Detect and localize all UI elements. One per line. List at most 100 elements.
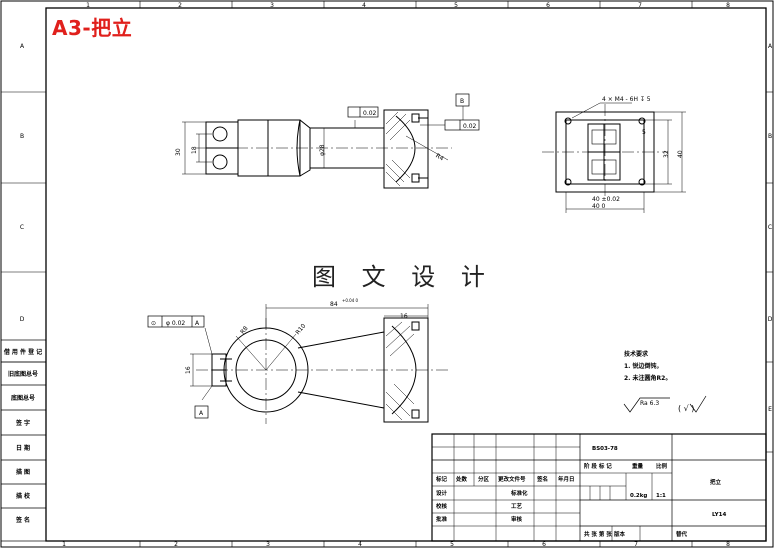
- bottom-number: 3: [266, 541, 270, 548]
- datum-a: A: [199, 410, 204, 417]
- dim-r8: R8: [239, 325, 250, 336]
- side-record-labels: 借 用 件 登 记 旧底图总号 底图总号 签 字 日 期 描 图 描 校 签 名: [3, 348, 42, 524]
- length-tolerance: +0.04 0: [342, 298, 359, 303]
- flatness-value: 0.02: [363, 110, 377, 117]
- top-number: 7: [638, 2, 642, 9]
- footer-version: 版本: [613, 530, 626, 538]
- right-letter: D: [768, 316, 773, 323]
- bottom-number: 1: [62, 541, 66, 548]
- header-zone: 分区: [478, 475, 490, 483]
- title-block: [431, 433, 767, 542]
- roughness-labels: Ra 6.3 ( √ ): [640, 400, 694, 413]
- quantity: 0.2kg: [630, 493, 647, 499]
- material: LY14: [712, 512, 726, 518]
- dim-16: 16: [185, 366, 192, 374]
- header-count: 处数: [455, 475, 468, 483]
- left-letter: B: [20, 133, 24, 140]
- dim-r4: R4: [434, 152, 445, 162]
- left-letter: C: [20, 224, 24, 231]
- note-item: 2. 未注圆角R2。: [624, 374, 671, 382]
- top-number: 8: [726, 2, 730, 9]
- top-view: [147, 304, 450, 424]
- part-name: 把立: [710, 478, 722, 486]
- side-label: 日 期: [16, 444, 30, 452]
- dim-30: 30: [175, 148, 182, 156]
- header-date: 年月日: [558, 475, 575, 483]
- bottom-number: 4: [358, 541, 362, 548]
- tol-frame-datum: A: [195, 320, 200, 327]
- side-label: 描 校: [16, 492, 31, 500]
- side-label: 签 名: [15, 516, 30, 524]
- side-record-panel: [0, 339, 47, 542]
- role-design: 设计: [436, 489, 448, 497]
- notes-title: 技术要求: [624, 350, 649, 358]
- side-view-labels: 4 × M4 - 6H ↧ 5 5 32 40 40 ±0.02 40 0: [592, 96, 684, 210]
- roughness-symbol: [623, 395, 707, 413]
- dim-40-horizontal: 40 ±0.02: [592, 196, 620, 203]
- right-letter: C: [768, 224, 772, 231]
- bottom-number: 6: [542, 541, 546, 548]
- scale: 1:1: [656, 493, 666, 499]
- dim-40-bottom: 40 0: [592, 203, 606, 210]
- frame-number-labels: 1 2 3 4 5 6 7 8 1 2 3 4 5 6 7 8 A B C D …: [20, 2, 773, 548]
- bottom-number: 7: [634, 541, 638, 548]
- roughness-paren: ( √ ): [678, 404, 694, 413]
- role-std: 标准化: [510, 489, 528, 497]
- drawing-number: BS03-78: [592, 446, 618, 452]
- weight-label: 重量: [632, 462, 644, 470]
- tol-frame-value: φ 0.02: [166, 320, 185, 327]
- role-batch: 批准: [436, 515, 448, 523]
- side-label: 描 图: [16, 468, 30, 476]
- position-value: 0.02: [463, 123, 477, 130]
- dim-40-vertical: 40: [677, 150, 684, 158]
- dim-5: 5: [642, 129, 646, 136]
- bottom-number: 5: [450, 541, 454, 548]
- header-doc: 更改文件号: [498, 475, 526, 483]
- holes-callout: 4 × M4 - 6H ↧ 5: [602, 96, 651, 103]
- top-number: 2: [178, 2, 182, 9]
- side-label: 签 字: [15, 419, 30, 427]
- watermark-text: 图 文 设 计: [312, 263, 494, 291]
- bottom-number: 2: [174, 541, 178, 548]
- stage-label: 阶 段 标 记: [584, 462, 612, 470]
- footer-replace: 替代: [676, 530, 688, 538]
- technical-notes: 技术要求 1. 锐边倒钝， 2. 未注圆角R2。: [624, 350, 671, 382]
- right-letter: A: [768, 43, 773, 50]
- side-label: 底图总号: [11, 394, 35, 402]
- left-letter: D: [20, 316, 25, 323]
- datum-b: B: [460, 98, 464, 105]
- bottom-number: 8: [726, 541, 730, 548]
- scale-label: 比例: [656, 462, 668, 470]
- title-block-labels: BS03-78 把立 LY14 阶 段 标 记 重量 比例 0.2kg 1:1 …: [435, 446, 726, 538]
- side-view: [542, 102, 686, 213]
- drawing-tag: A3-把立: [52, 16, 133, 40]
- right-letter: B: [768, 133, 772, 140]
- dim-32: 32: [663, 150, 670, 158]
- top-number: 1: [86, 2, 90, 9]
- dim-16-right: 16: [400, 313, 408, 320]
- dim-r10: R10: [294, 322, 307, 336]
- left-letter: A: [20, 43, 25, 50]
- dim-phi28: φ28: [319, 144, 326, 156]
- role-process: 工艺: [511, 502, 523, 510]
- top-number: 3: [270, 2, 274, 9]
- note-item: 1. 锐边倒钝，: [624, 362, 663, 370]
- top-number: 6: [546, 2, 550, 9]
- length-84: 84: [330, 301, 338, 308]
- top-number: 5: [454, 2, 458, 9]
- front-view: [182, 93, 480, 189]
- dim-18: 18: [191, 146, 198, 154]
- role-approve: 审核: [511, 515, 523, 523]
- top-number: 4: [362, 2, 366, 9]
- header-sign: 签名: [536, 475, 548, 483]
- front-view-labels: 30 18 φ28 R4 0.02 0.02 B: [175, 98, 477, 163]
- roughness-general: Ra 6.3: [640, 400, 659, 407]
- side-label: 借 用 件 登 记: [3, 348, 42, 356]
- header-mark: 标记: [435, 475, 448, 483]
- right-letter: E: [768, 406, 772, 413]
- tol-frame-symbol: ⊙: [151, 320, 156, 327]
- side-label: 旧底图总号: [8, 370, 38, 378]
- role-check: 校核: [436, 502, 448, 510]
